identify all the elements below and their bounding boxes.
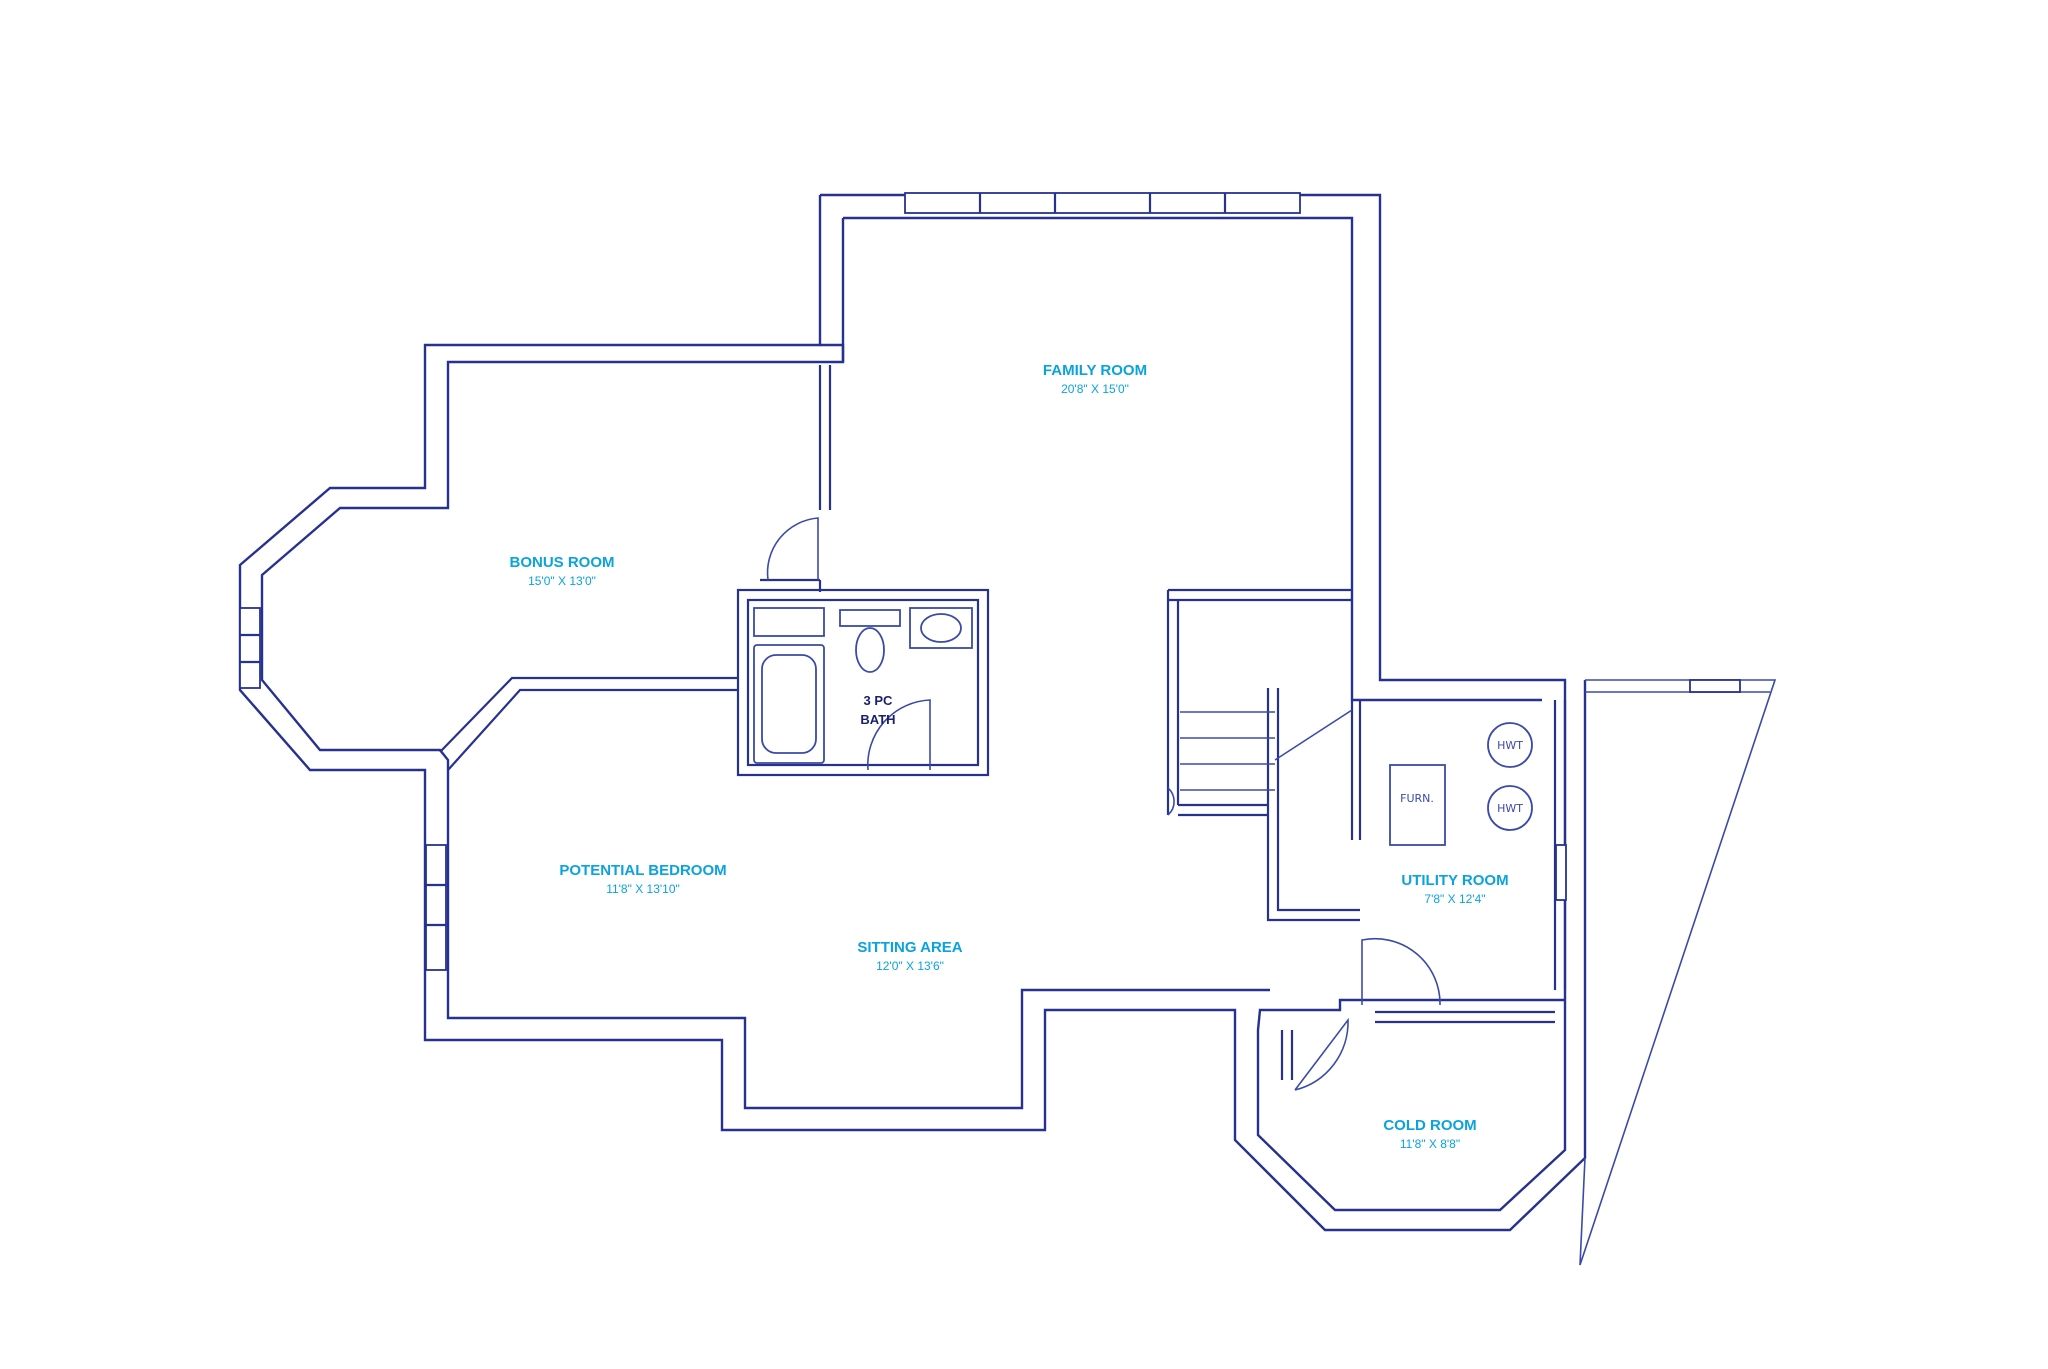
toilet-bowl [855,627,885,673]
utility-fixtures: FURN. HWT HWT [1389,722,1533,846]
cold-room-name: COLD ROOM [1383,1117,1476,1134]
bath-fixtures [753,607,973,764]
hwt-tank-1 [1487,722,1533,768]
sitting-area-dims: 12'0" X 13'6" [876,959,944,973]
bedroom-dims: 11'8" X 13'10" [606,882,680,896]
sitting-area-name: SITTING AREA [857,939,962,956]
cold-room-dims: 11'8" X 8'8" [1400,1137,1460,1151]
room-labels: FAMILY ROOM 20'8" X 15'0" BONUS ROOM 15'… [510,362,1509,1151]
stairs [1180,709,1353,791]
utility-room-dims: 7'8" X 12'4" [1424,892,1485,906]
toilet-tank [839,609,901,627]
bathtub [753,644,825,764]
hwt-label-2: HWT [1497,802,1523,815]
exterior-wall [238,193,1587,1232]
vanity-counter [753,607,825,637]
bath-label-line1: 3 PC [864,693,894,708]
interior-walls [439,365,1777,1266]
bathtub-basin [761,654,817,754]
windows [239,192,1741,971]
bonus-room-name: BONUS ROOM [510,554,615,571]
bedroom-name: POTENTIAL BEDROOM [559,862,726,879]
family-room-dims: 20'8" X 15'0" [1061,382,1129,396]
furnace-label: FURN. [1400,792,1434,805]
family-room-name: FAMILY ROOM [1043,362,1147,379]
doors [766,517,1441,1091]
utility-room-name: UTILITY ROOM [1401,872,1508,889]
bath-label-line2: BATH [860,712,895,727]
furnace [1389,764,1446,846]
hwt-tank-2 [1487,785,1533,831]
bonus-room-dims: 15'0" X 13'0" [528,574,596,588]
hwt-label-1: HWT [1497,739,1523,752]
sink-counter [909,607,973,649]
sink-basin [920,613,962,643]
